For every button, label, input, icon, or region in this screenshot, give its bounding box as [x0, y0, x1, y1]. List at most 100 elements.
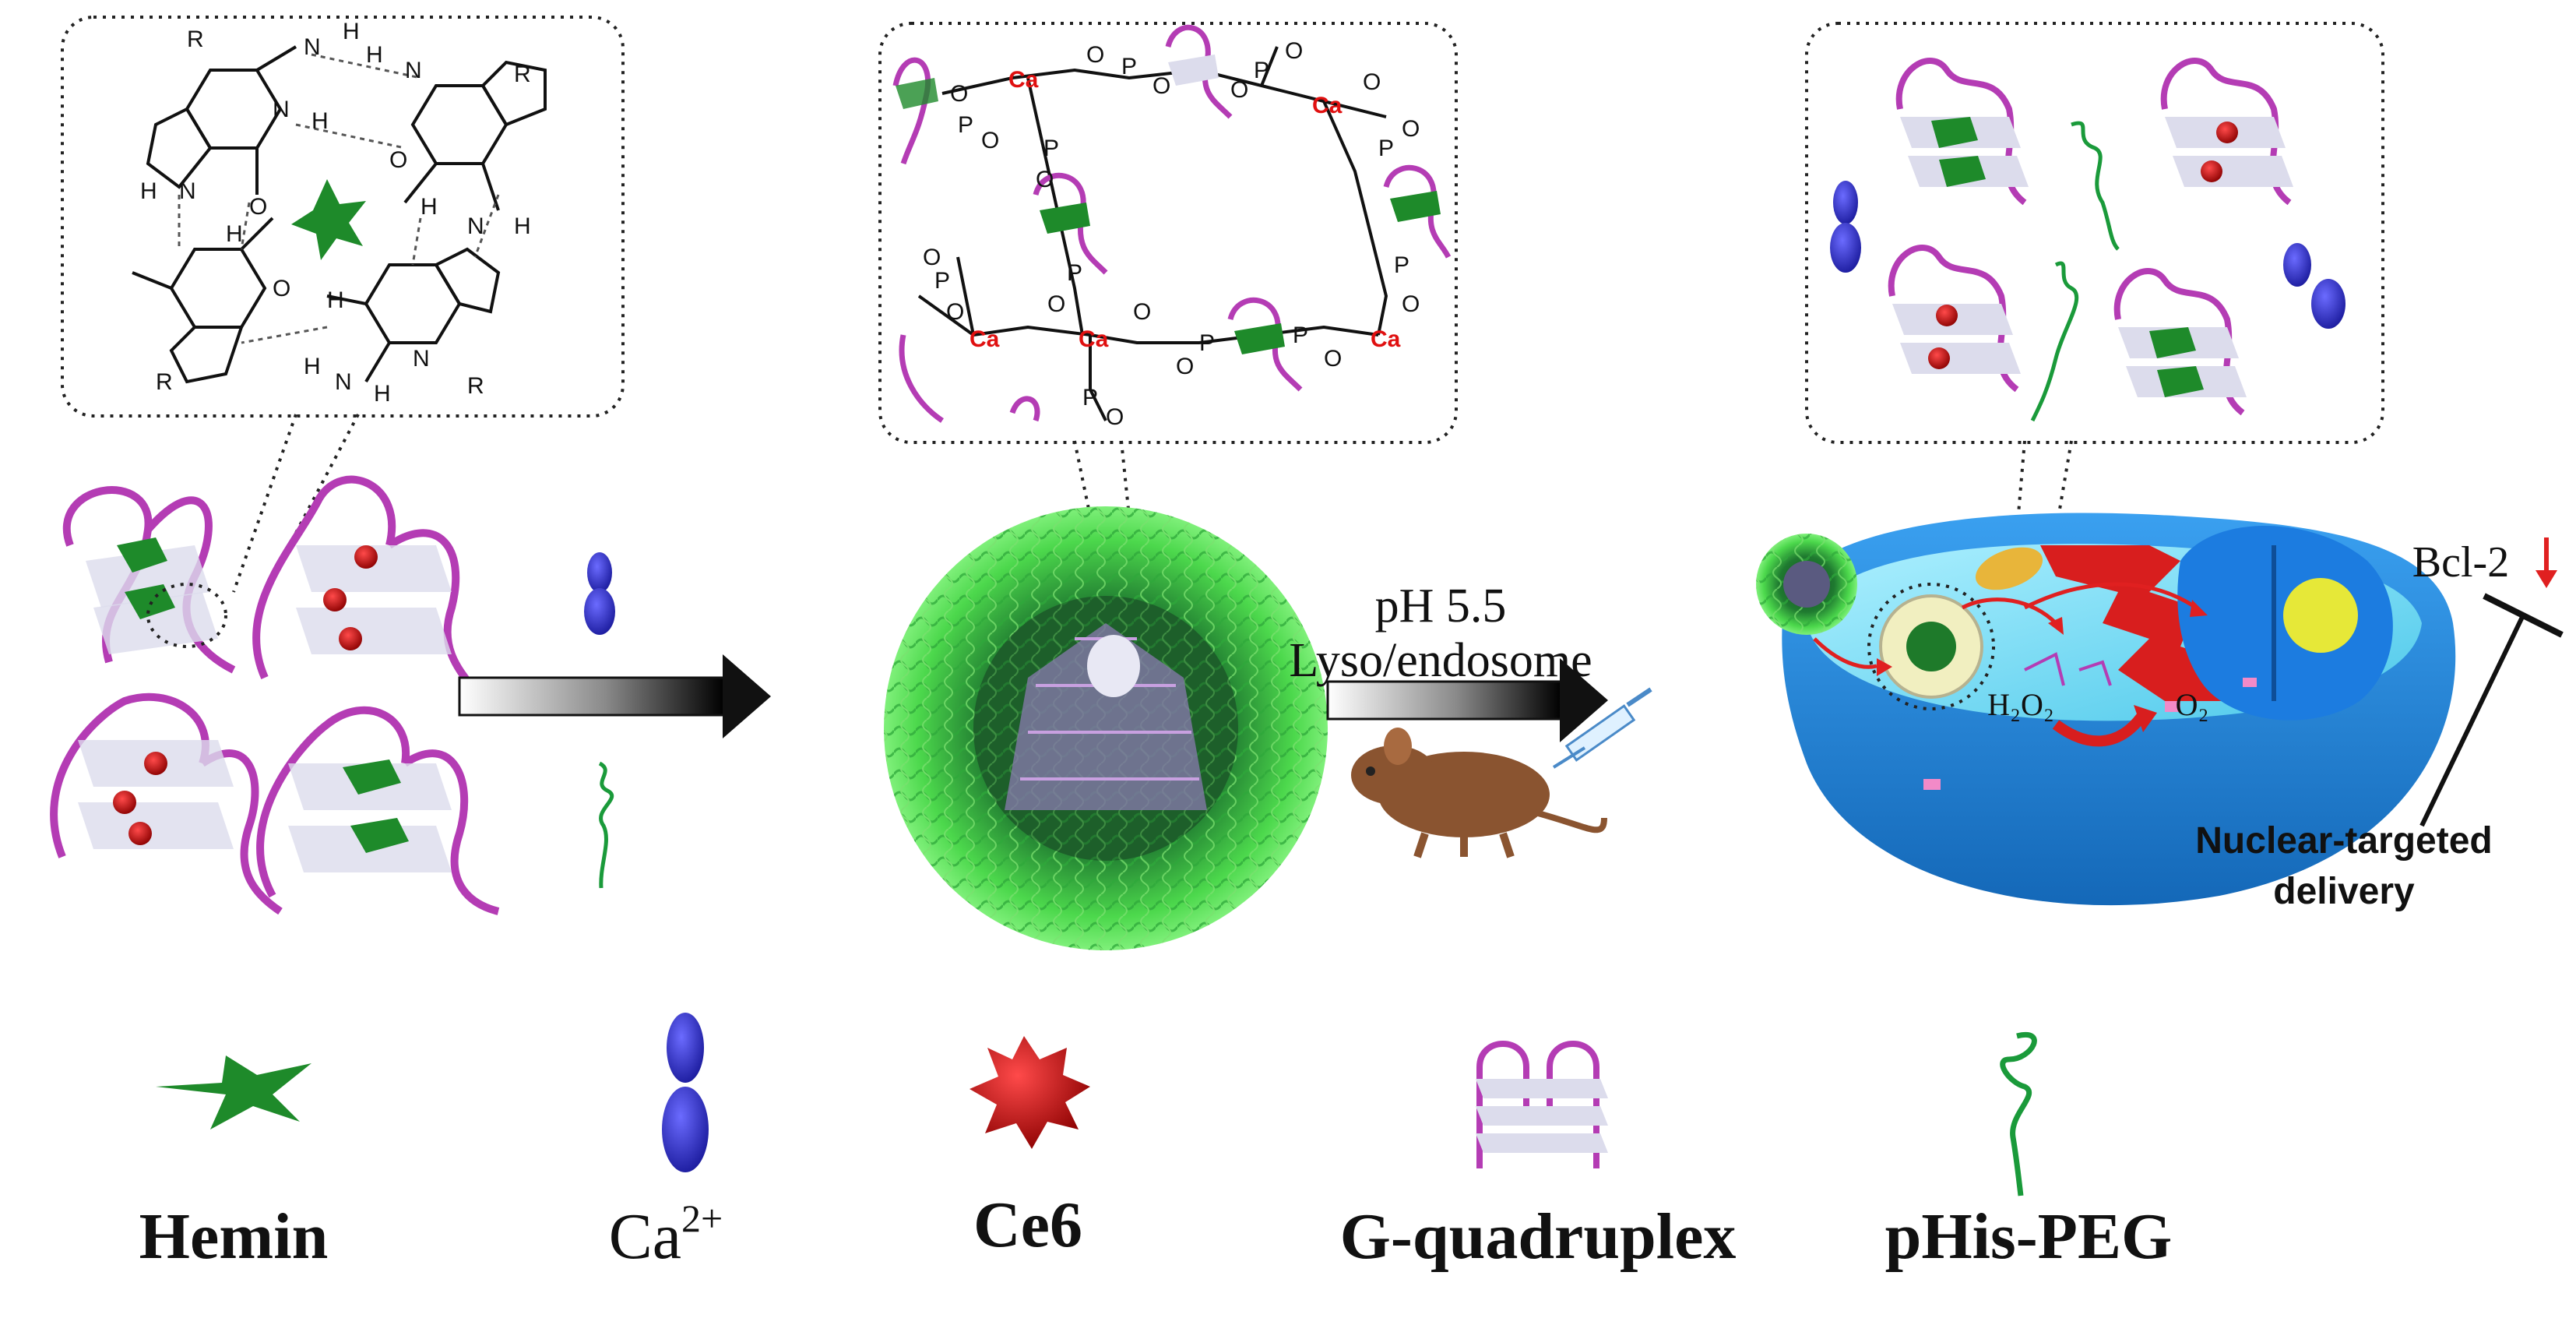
- legend-ca-icon: [662, 1013, 709, 1172]
- atom-o-n15: O: [1324, 346, 1342, 372]
- atom-h-2: H: [366, 42, 383, 68]
- atom-o-n6: O: [1285, 38, 1303, 64]
- bcl2-label: Bcl-2: [2412, 538, 2509, 587]
- uptake-arrow: [1813, 637, 1877, 669]
- atom-n-3: N: [405, 58, 422, 83]
- atom-ca-4: Ca: [1079, 326, 1109, 352]
- atom-o-n3: O: [1086, 42, 1104, 68]
- atom-ca-1: Ca: [1008, 67, 1039, 93]
- atom-o-n9: O: [1036, 167, 1054, 192]
- atom-p-5: P: [1378, 136, 1394, 161]
- atom-o-n10: O: [923, 245, 941, 270]
- legend-gquad-icon: [1476, 1041, 1608, 1168]
- g-quadruplex-bottom-right: [256, 706, 500, 915]
- release-arrow: [1961, 597, 2057, 625]
- atom-o-1: O: [249, 194, 267, 220]
- legend-ca-symbol: Ca: [609, 1200, 681, 1273]
- atom-o-3: O: [273, 276, 290, 301]
- atom-n-6: N: [335, 369, 352, 395]
- released-ca-ion-2: [2283, 243, 2345, 329]
- legend-phis-label: pHis-PEG: [1885, 1200, 2173, 1273]
- atom-o-n4: O: [1153, 73, 1170, 99]
- legend-ce6-label: Ce6: [973, 1189, 1082, 1261]
- atom-h-6: H: [140, 178, 157, 204]
- g-quadruplex-bottom-left: [50, 692, 283, 915]
- mouse-icon: [1351, 728, 1607, 858]
- atom-o-n13: O: [1133, 299, 1151, 325]
- atom-o-n14: O: [1176, 354, 1194, 379]
- legend-gquad-label: G-quadruplex: [1340, 1200, 1737, 1273]
- atom-o-n11: O: [946, 299, 964, 325]
- atom-r-2: R: [514, 62, 531, 87]
- atom-h-4: H: [421, 194, 438, 220]
- ca-ion-small-icon: [584, 552, 615, 635]
- atom-p-4: P: [1043, 136, 1059, 161]
- phis-peg-small-icon: [598, 761, 614, 889]
- atom-p-11: P: [1082, 385, 1098, 411]
- nucleolus: [2283, 578, 2358, 653]
- atom-p-1: P: [958, 112, 973, 138]
- atom-n-2: N: [273, 97, 290, 122]
- atom-p-3: P: [1254, 58, 1269, 83]
- ca-phosphate-callout: Ca Ca Ca Ca Ca P P P P P P P P P P P O O…: [878, 22, 1458, 593]
- o2-label: O₂: [2176, 687, 2209, 722]
- atom-r-3: R: [156, 369, 173, 395]
- legend-hemin-icon: [156, 1055, 311, 1129]
- atom-n-5: N: [179, 178, 196, 204]
- atom-ca-3: Ca: [970, 326, 1000, 352]
- syringe-icon: [1552, 687, 1652, 769]
- atom-n-7: N: [413, 346, 430, 372]
- atom-o-n2: O: [981, 128, 999, 153]
- cell: [1756, 513, 2456, 906]
- atom-o-n7: O: [1363, 69, 1381, 95]
- down-arrow-icon: [2536, 537, 2557, 588]
- mitochondrion: [1975, 547, 2043, 590]
- catalysis-arrow: [2052, 713, 2146, 747]
- g-quadruplex-top-right: [252, 475, 487, 703]
- atom-ca-2: Ca: [1312, 93, 1343, 118]
- atom-p-2: P: [1121, 54, 1137, 79]
- hemin-star-icon: [291, 179, 366, 260]
- nanoparticle: [884, 506, 1328, 950]
- g-quartet-atom-labels: R N H H N H O N R O H N H H N H O H R H …: [140, 19, 531, 407]
- released-peg-1: [2071, 121, 2120, 251]
- legend-ca-label: Ca2+: [609, 1196, 723, 1273]
- atom-p-7: P: [1067, 260, 1082, 286]
- atom-r-4: R: [467, 373, 484, 399]
- atom-p-6: P: [934, 268, 950, 294]
- intracellular-callout: [1805, 22, 2384, 624]
- atom-h-1: H: [343, 19, 360, 44]
- released-quadruplex-2: [2160, 58, 2293, 206]
- intracellular-callout-box: [1805, 22, 2384, 444]
- atom-o-n5: O: [1230, 77, 1248, 103]
- legend-ca-charge: 2+: [681, 1196, 723, 1240]
- nanoparticle-inner-cargo: [1005, 623, 1207, 810]
- g-quartet-callout-pointer: [232, 414, 360, 593]
- legend-hemin-label: Hemin: [139, 1200, 329, 1273]
- legend-phis-icon: [2000, 1031, 2037, 1196]
- ca-phosphate-callout-box: [878, 22, 1458, 444]
- atom-n-1: N: [304, 34, 321, 60]
- atom-p-8: P: [1199, 330, 1215, 356]
- atom-ca-5: Ca: [1371, 326, 1401, 352]
- atom-r-1: R: [187, 26, 204, 52]
- h2o2-label: H₂O₂: [1987, 687, 2054, 722]
- released-quadruplex-1: [1895, 58, 2029, 206]
- released-peg-2: [2030, 261, 2079, 422]
- g-quartet-hbonds: [178, 53, 500, 344]
- delivery-arrow: [1326, 658, 1608, 742]
- ph-condition-label: pH 5.5: [1375, 580, 1507, 633]
- atom-o-2: O: [389, 147, 407, 173]
- g-quartet-callout: R N H H N H O N R O H N H H N H O H R H …: [61, 16, 625, 593]
- released-quadruplex-4: [2113, 268, 2247, 416]
- lyso-endosome-label: Lyso/endosome: [1289, 634, 1592, 687]
- atom-n-4: N: [467, 213, 484, 239]
- atom-p-9: P: [1293, 322, 1308, 348]
- atom-h-10: H: [374, 381, 391, 407]
- nuclear-arrow: [2023, 582, 2198, 610]
- atom-h-9: H: [304, 354, 321, 379]
- nuclear-targeted-label: Nuclear-targeted: [2195, 820, 2492, 862]
- legend: Hemin Ca2+ Ce6 G-quadruplex pHis-PEG: [139, 1013, 2173, 1273]
- ca-network-atom-labels: Ca Ca Ca Ca Ca P P P P P P P P P P P O O…: [923, 38, 1420, 430]
